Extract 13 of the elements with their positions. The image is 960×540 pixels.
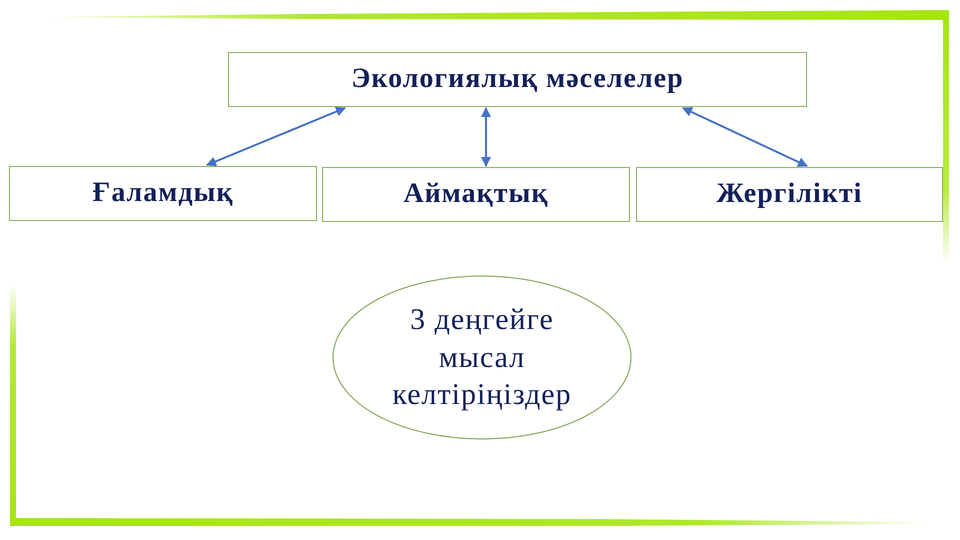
- node-label: 3 деңгейге мысал келтіріңіздер: [391, 302, 573, 414]
- double-arrow: [206, 106, 346, 166]
- level-box: [9, 166, 317, 221]
- double-arrow: [682, 107, 808, 167]
- node-label: Ғаламдық: [92, 178, 234, 209]
- node-label: Экологиялық мәселелер: [351, 64, 684, 95]
- node-label: Аймақтық: [403, 179, 549, 210]
- prompt-ellipse: [332, 275, 632, 440]
- level-box: [636, 167, 943, 222]
- topic-box: [228, 52, 807, 107]
- level-box: [322, 167, 630, 222]
- double-arrow: [481, 107, 491, 167]
- node-label: Жергілікті: [716, 179, 862, 210]
